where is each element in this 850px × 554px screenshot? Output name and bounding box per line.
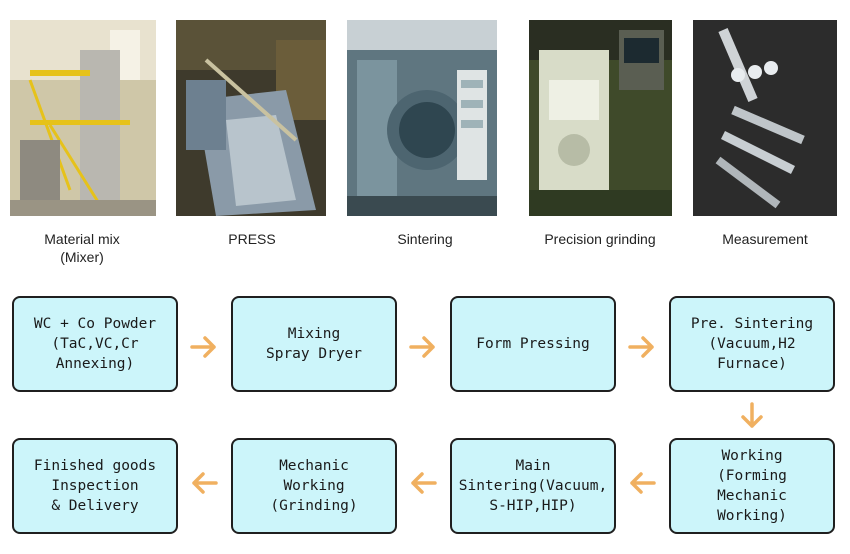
step-pre-sintering: Pre. Sintering (Vacuum,H2 Furnace)	[669, 296, 835, 392]
photo-caption-material-mix: Material mix (Mixer)	[44, 231, 120, 265]
step-wc-co-powder: WC + Co Powder (TaC,VC,Cr Annexing)	[12, 296, 178, 392]
step-working-forming: Working (Forming Mechanic Working)	[669, 438, 835, 534]
mixer-plant-photo	[10, 20, 156, 216]
press-machine-photo	[176, 20, 326, 216]
arrow-right-icon	[408, 332, 438, 362]
photo-caption-press: PRESS	[228, 231, 276, 247]
arrow-down-icon	[737, 401, 767, 431]
grinding-machine-photo	[529, 20, 672, 216]
arrow-right-icon	[189, 332, 219, 362]
photo-caption-measurement: Measurement	[722, 231, 808, 247]
arrow-left-icon	[627, 468, 657, 498]
step-mechanic-working: Mechanic Working (Grinding)	[231, 438, 397, 534]
step-form-pressing: Form Pressing	[450, 296, 616, 392]
step-finished-goods: Finished goods Inspection & Delivery	[12, 438, 178, 534]
arrow-left-icon	[408, 468, 438, 498]
step-main-sintering: Main Sintering(Vacuum, S-HIP,HIP)	[450, 438, 616, 534]
end-mill-tools-photo	[693, 20, 837, 216]
photo-caption-precision-grinding: Precision grinding	[544, 231, 656, 247]
step-mixing-spray-dryer: Mixing Spray Dryer	[231, 296, 397, 392]
arrow-right-icon	[627, 332, 657, 362]
photo-caption-sintering: Sintering	[397, 231, 453, 247]
arrow-left-icon	[189, 468, 219, 498]
sintering-furnace-photo	[347, 20, 497, 216]
